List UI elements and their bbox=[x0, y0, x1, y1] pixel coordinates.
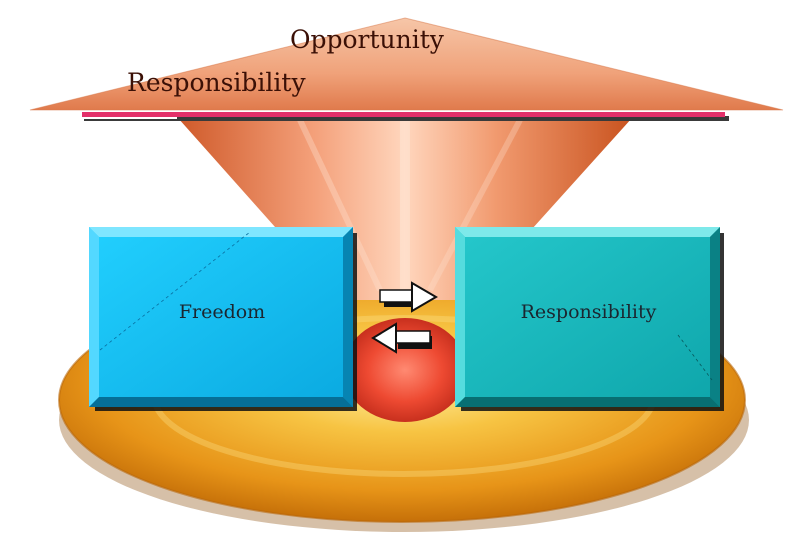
funnel-shape bbox=[178, 118, 632, 300]
roof-shape bbox=[29, 17, 784, 111]
title-line-2: Responsibility bbox=[127, 68, 306, 97]
responsibility-label: Responsibility bbox=[520, 301, 657, 323]
arrow-left-icon bbox=[371, 322, 432, 354]
responsibility-box bbox=[455, 227, 724, 411]
freedom-box bbox=[89, 227, 357, 411]
title-line-1: Opportunity bbox=[290, 25, 444, 54]
center-glow bbox=[343, 318, 467, 422]
title-underline bbox=[82, 112, 729, 121]
arrow-right-icon bbox=[379, 281, 438, 313]
freedom-label: Freedom bbox=[178, 301, 266, 323]
